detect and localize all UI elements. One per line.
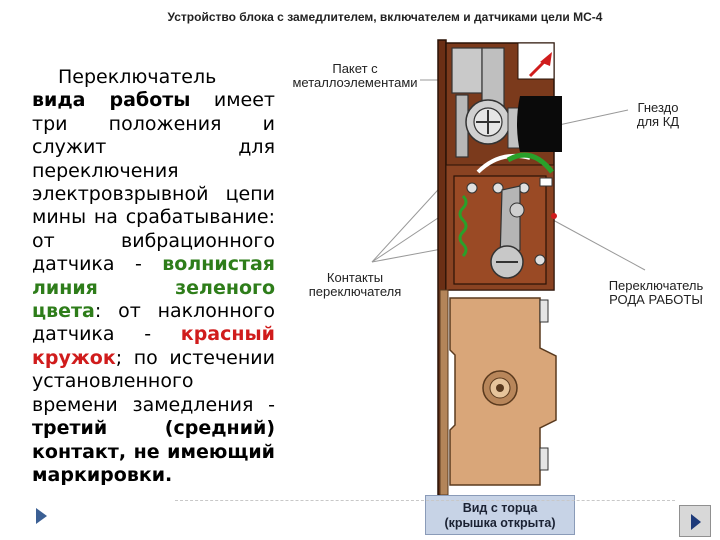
mode-switch-body [439,289,557,496]
divider [175,500,675,501]
detonator-socket [517,96,562,152]
description-paragraph: Переключатель вида работы имеет три поло… [32,66,275,487]
green-wire [506,152,554,174]
slide-title: Устройство блока с замедлителем, включат… [167,10,603,24]
para-part6: третий (средний) контакт, не имеющий мар… [32,417,275,486]
para-part5: ; по истечении установленного времени за… [32,346,275,416]
red-dot-icon [551,213,557,219]
para-part4: : от наклонного датчика - [32,300,275,346]
play-arrow-icon [691,514,701,530]
para-part2: вида работы [32,89,191,112]
next-slide-button[interactable] [679,505,711,537]
view-caption: Вид с торца (крышка открыта) [425,495,575,535]
label-switch-contacts: Контакты переключателя [308,270,402,299]
metal-package [451,47,521,158]
switch-contacts [453,175,557,285]
leader-lines [371,79,646,271]
label-metal-package: Пакет с металлоэлементами [292,61,418,90]
para-green-text: волнистая линия зеленого цвета [32,253,275,323]
previous-arrow-icon[interactable] [36,508,47,524]
label-mode-switch: Переключатель РОДА РАБОТЫ [608,278,704,307]
label-detonator-socket: Гнездо для КД [636,100,680,129]
wavy-line-icon [458,194,468,258]
para-red-text: красный кружок [32,323,275,369]
para-part1: Переключатель [58,66,217,88]
para-part3: имеет три положения и служит для переклю… [32,89,275,276]
